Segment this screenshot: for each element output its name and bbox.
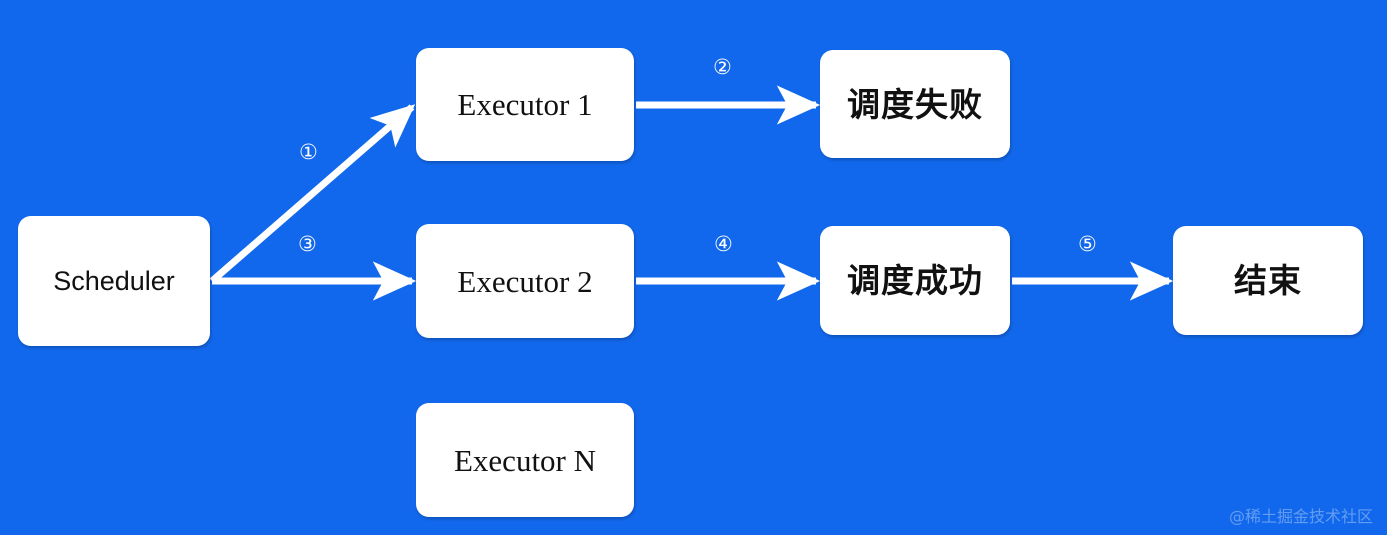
node-executor-n[interactable]: Executor N	[416, 403, 634, 517]
node-schedule-success[interactable]: 调度成功	[820, 226, 1010, 335]
node-scheduler[interactable]: Scheduler	[18, 216, 210, 346]
node-executor-1[interactable]: Executor 1	[416, 48, 634, 161]
edge-marker-5: ⑤	[1078, 232, 1097, 256]
node-schedule-success-label: 调度成功	[847, 261, 983, 300]
node-end-label: 结束	[1234, 261, 1302, 300]
node-executor-n-label: Executor N	[453, 442, 597, 478]
node-end[interactable]: 结束	[1173, 226, 1363, 335]
edge-marker-3: ③	[298, 232, 317, 256]
node-executor-2[interactable]: Executor 2	[416, 224, 634, 338]
watermark: @稀土掘金技术社区	[1228, 507, 1373, 526]
node-scheduler-label: Scheduler	[53, 265, 175, 296]
node-executor-1-label: Executor 1	[457, 87, 593, 122]
edge-marker-2: ②	[713, 55, 732, 79]
node-schedule-failed[interactable]: 调度失败	[820, 50, 1010, 158]
node-executor-2-label: Executor 2	[457, 263, 593, 299]
edge-marker-1: ①	[299, 140, 318, 164]
node-schedule-failed-label: 调度失败	[847, 84, 983, 124]
edge-marker-4: ④	[714, 232, 733, 256]
